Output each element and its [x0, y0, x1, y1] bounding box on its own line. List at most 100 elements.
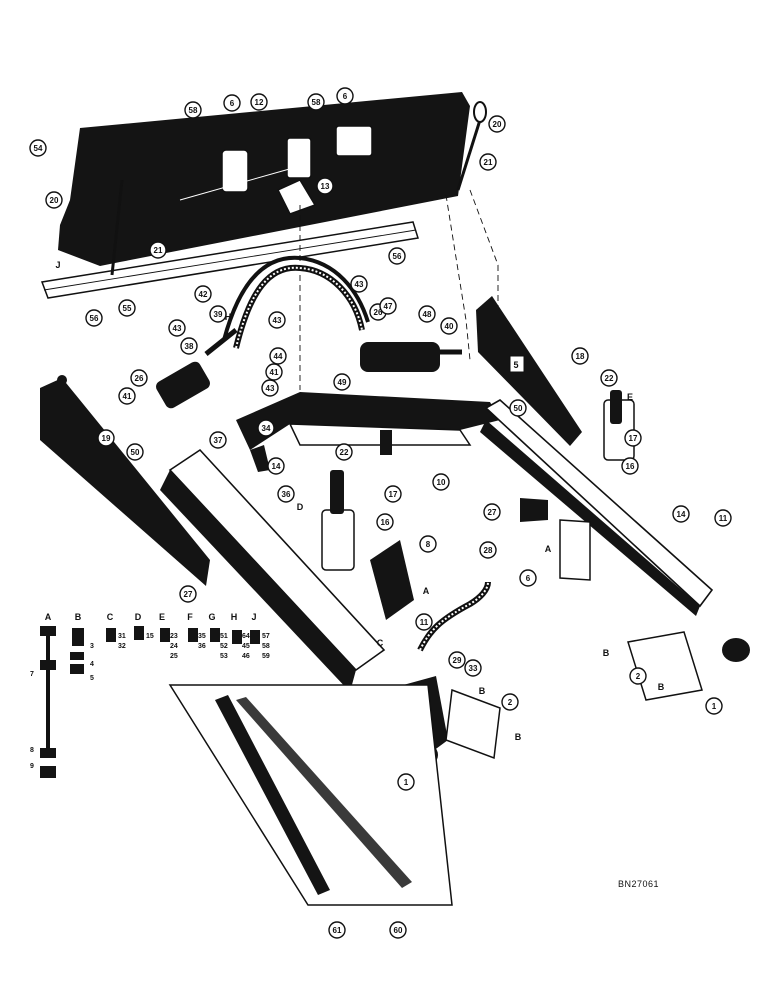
callout-2: 2: [501, 693, 519, 711]
callout-number: 18: [576, 352, 585, 361]
callout-43: 43: [268, 311, 286, 329]
callout-48: 48: [418, 305, 436, 323]
callout-20: 20: [488, 115, 506, 133]
callout-16: 16: [376, 513, 394, 531]
callout-21: 21: [479, 153, 497, 171]
callout-39: 39: [209, 305, 227, 323]
hardware-part-number: 7: [30, 671, 34, 678]
callout-44: 44: [269, 347, 287, 365]
callout-11: 11: [415, 613, 433, 631]
callout-number: 55: [123, 304, 132, 313]
callout-number: 54: [34, 144, 43, 153]
callout-19: 19: [97, 429, 115, 447]
callout-29: 29: [448, 651, 466, 669]
letter-label-B: B: [658, 682, 665, 692]
callout-number: 41: [123, 392, 132, 401]
assembly-guide-lines: [299, 189, 499, 390]
callout-number: 6: [230, 99, 235, 108]
callout-17: 17: [384, 485, 402, 503]
hardware-part-number: 8: [30, 747, 34, 754]
callout-28: 28: [479, 541, 497, 559]
callout-41: 41: [118, 387, 136, 405]
trunnion-brackets: [321, 390, 635, 620]
c-frame: [160, 392, 714, 692]
callout-56: 56: [388, 247, 406, 265]
callout-22: 22: [600, 369, 618, 387]
callout-22: 22: [335, 443, 353, 461]
callout-number: 10: [437, 478, 446, 487]
hitch-assembly: [385, 631, 750, 769]
callout-43: 43: [168, 319, 186, 337]
letter-label-B: B: [479, 686, 486, 696]
hardware-part-number: 5: [90, 675, 94, 682]
callout-number: 39: [214, 310, 223, 319]
hardware-part-number: 64: [242, 633, 250, 640]
callout-54: 54: [29, 139, 47, 157]
letter-label-5: 5: [513, 360, 518, 370]
callout-number: 43: [266, 384, 275, 393]
callout-34: 34: [257, 419, 275, 437]
callout-number: 43: [355, 280, 364, 289]
callout-47: 47: [379, 297, 397, 315]
dozer-blade: [40, 92, 487, 299]
callout-2: 2: [629, 667, 647, 685]
callout-number: 14: [272, 462, 281, 471]
callout-8: 8: [419, 535, 437, 553]
callout-number: 38: [185, 342, 194, 351]
callout-37: 37: [209, 431, 227, 449]
callout-18: 18: [571, 347, 589, 365]
callout-number: 58: [189, 106, 198, 115]
letter-label-H: H: [225, 312, 232, 322]
callout-26: 26: [130, 369, 148, 387]
callout-number: 6: [526, 574, 531, 583]
callout-number: 56: [90, 314, 99, 323]
hardware-part-number: 45: [242, 643, 250, 650]
callout-27: 27: [179, 585, 197, 603]
callout-61: 61: [328, 921, 346, 939]
letter-label-B: B: [603, 648, 610, 658]
hardware-part-number: 52: [220, 643, 228, 650]
callout-14: 14: [267, 457, 285, 475]
hardware-part-number: 23: [170, 633, 178, 640]
callout-17: 17: [624, 429, 642, 447]
callout-16: 16: [621, 457, 639, 475]
callout-43: 43: [261, 379, 279, 397]
letter-label-A: A: [423, 586, 430, 596]
callout-10: 10: [432, 473, 450, 491]
callout-6: 6: [223, 94, 241, 112]
callout-1: 1: [397, 773, 415, 791]
hardware-part-number: 3: [90, 643, 94, 650]
hardware-part-number: 35: [198, 633, 206, 640]
hardware-part-number: 4: [90, 661, 94, 668]
callout-number: 21: [484, 158, 493, 167]
callout-number: 19: [102, 434, 111, 443]
hardware-part-number: 15: [146, 633, 154, 640]
callout-number: 22: [340, 448, 349, 457]
callout-number: 56: [393, 252, 402, 261]
hardware-part-number: 25: [170, 653, 178, 660]
hardware-column-letter: E: [159, 612, 165, 622]
callout-number: 28: [484, 546, 493, 555]
hardware-column-letter: A: [45, 612, 52, 622]
hardware-part-number: 32: [118, 643, 126, 650]
left-side-plate: [40, 375, 210, 586]
callout-number: 42: [199, 290, 208, 299]
hardware-part-number: 58: [262, 643, 270, 650]
letter-label-B: B: [515, 732, 522, 742]
hardware-part-number: 31: [118, 633, 126, 640]
callout-number: 8: [426, 540, 431, 549]
callout-21: 21: [149, 241, 167, 259]
callout-number: 17: [389, 490, 398, 499]
callout-number: 58: [312, 98, 321, 107]
hardware-part-number: 51: [220, 633, 228, 640]
callout-40: 40: [440, 317, 458, 335]
callout-number: 40: [445, 322, 454, 331]
callout-number: 20: [50, 196, 59, 205]
hardware-part-number: 46: [242, 653, 250, 660]
hardware-part-number: 9: [30, 763, 34, 770]
hydraulic-cylinders: [156, 328, 462, 409]
hardware-column-letter: B: [75, 612, 82, 622]
callout-number: 1: [712, 702, 717, 711]
